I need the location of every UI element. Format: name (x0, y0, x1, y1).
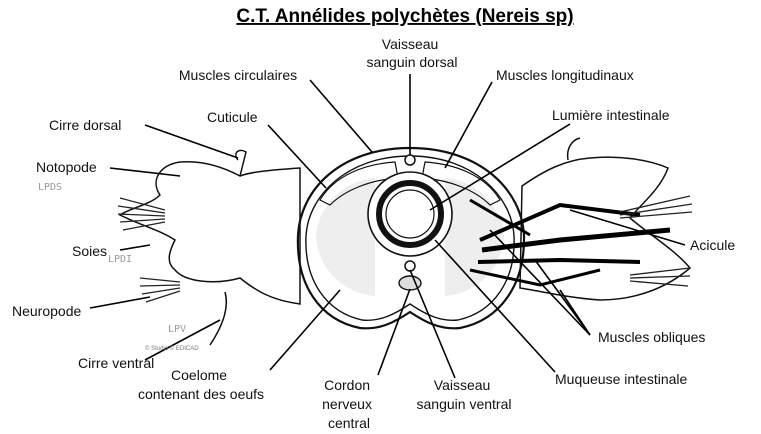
label-soies: Soies (72, 243, 107, 259)
label-coelome: Coelome contenant des oeufs (138, 367, 264, 402)
intestine-lumen (386, 190, 434, 238)
handwritten-lpds: LPDS (38, 182, 62, 193)
left-parapodium (120, 162, 300, 304)
label-muscles-circulaires: Muscles circulaires (179, 67, 297, 83)
label-muscles-longitudinaux: Muscles longitudinaux (496, 67, 634, 83)
coelome-area (316, 178, 375, 296)
diagram-title: C.T. Annélides polychètes (Nereis sp) (236, 6, 573, 27)
label-muqueuse-intestinale: Muqueuse intestinale (555, 371, 688, 387)
label-cirre-ventral: Cirre ventral (78, 355, 154, 371)
label-acicule: Acicule (690, 237, 735, 253)
label-lumiere-intestinale: Lumière intestinale (552, 107, 670, 123)
dorsal-vessel (405, 155, 415, 165)
soies-right (620, 196, 692, 286)
label-muscles-obliques: Muscles obliques (598, 329, 705, 345)
label-cordon-nerveux: Cordon nerveux central (322, 377, 376, 431)
cirre-dorsal-left (236, 150, 246, 176)
worm-body-drawing (118, 138, 692, 345)
label-cuticule: Cuticule (207, 109, 258, 125)
soies-left-upper (118, 198, 165, 230)
copyright-note: © Studio © EDICAD (145, 345, 199, 352)
handwritten-lpv: LPV (168, 324, 186, 335)
label-notopode: Notopode (36, 159, 97, 175)
label-vaisseau-ventral: Vaisseau sanguin ventral (417, 377, 512, 412)
label-cirre-dorsal: Cirre dorsal (49, 117, 121, 133)
label-neuropode: Neuropode (12, 303, 81, 319)
handwritten-lpdi: LPDI (108, 254, 132, 265)
cirre-ventral-left (210, 292, 226, 345)
cirre-dorsal-right (568, 138, 580, 160)
label-vaisseau-dorsal: Vaisseau sanguin dorsal (366, 36, 457, 70)
ventral-vessel (405, 261, 415, 271)
